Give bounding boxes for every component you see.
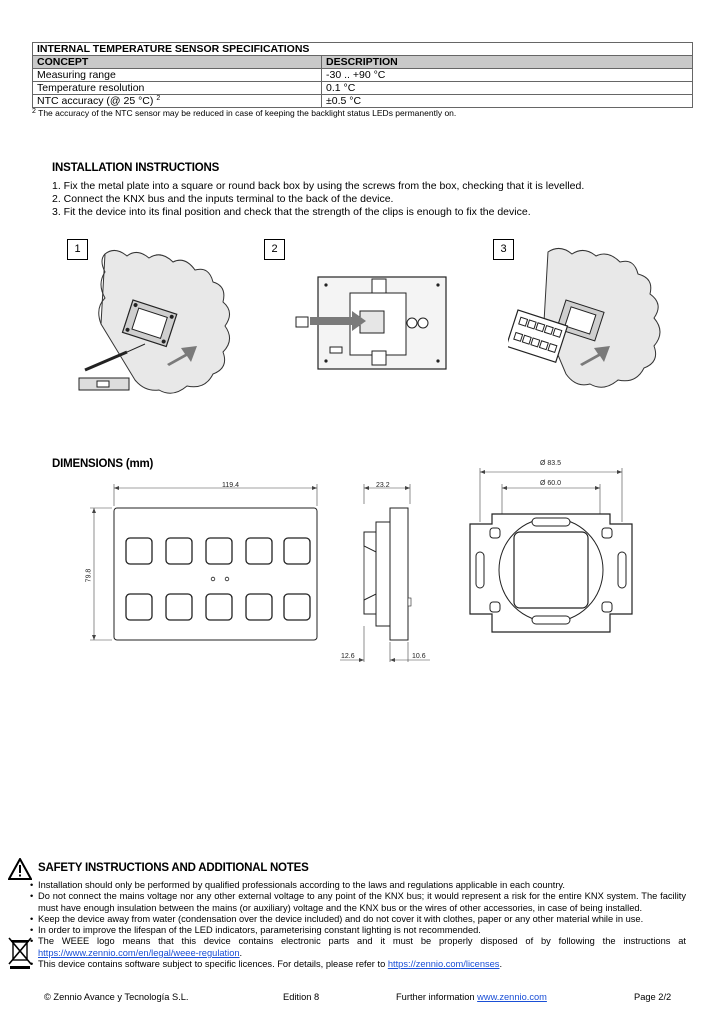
footer-website-link[interactable]: www.zennio.com — [477, 992, 547, 1002]
figure-label-2: 2 — [264, 239, 285, 260]
footnote-mark: 2 — [32, 108, 36, 115]
dim-side-left: 12.6 — [341, 653, 355, 660]
safety-item-text: This device contains software subject to… — [38, 959, 386, 970]
installation-figure-2 — [295, 276, 447, 370]
safety-item-tail: . — [239, 947, 243, 958]
footer-edition: Edition 8 — [283, 992, 320, 1002]
footer-further-label: Further information — [396, 992, 475, 1002]
installation-step-2: 2. Connect the KNX bus and the inputs te… — [52, 193, 394, 205]
spec-table-title: INTERNAL TEMPERATURE SENSOR SPECIFICATIO… — [32, 42, 693, 56]
dim-front-width: 119.4 — [222, 482, 239, 489]
footer-page-number: Page 2/2 — [634, 992, 672, 1002]
dim-front-height: 79.8 — [85, 568, 93, 583]
dim-side-right: 10.6 — [412, 653, 426, 660]
dim-side-depth: 23.2 — [376, 482, 390, 489]
spec-header-description: DESCRIPTION — [321, 55, 693, 69]
warning-icon — [8, 858, 32, 880]
safety-item: Installation should only be performed by… — [30, 880, 686, 892]
weee-regulation-link[interactable]: https://www.zennio.com/en/legal/weee-reg… — [38, 947, 240, 958]
figure-label-3: 3 — [493, 239, 514, 260]
table-cell: Temperature resolution — [32, 81, 322, 95]
table-cell-text: NTC accuracy (@ 25 °C) — [37, 95, 154, 107]
footer-further-info: Further information www.zennio.com — [396, 992, 547, 1002]
footer-company: © Zennio Avance y Tecnología S.L. — [44, 992, 189, 1002]
table-footnote: 2 The accuracy of the NTC sensor may be … — [32, 108, 456, 118]
footnote-ref: 2 — [156, 95, 161, 102]
side-view-drawing — [340, 484, 430, 662]
mounting-plate-drawing — [469, 468, 633, 633]
safety-item: The WEEE logo means that this device con… — [30, 936, 686, 959]
installation-title: INSTALLATION INSTRUCTIONS — [52, 162, 220, 174]
front-view-drawing — [90, 484, 318, 641]
weee-bin-icon — [8, 937, 32, 969]
safety-item-text: The WEEE logo means that this device con… — [38, 936, 686, 947]
dim-plate-outer: Ø 83.5 — [540, 460, 562, 467]
licenses-link[interactable]: https://zennio.com/licenses — [387, 959, 500, 970]
safety-item: Do not connect the mains voltage nor any… — [30, 891, 686, 914]
installation-step-1: 1. Fix the metal plate into a square or … — [52, 180, 585, 192]
safety-item: In order to improve the lifespan of the … — [30, 925, 686, 937]
installation-step-3: 3. Fit the device into its final positio… — [52, 206, 531, 218]
dim-plate-inner: Ø 60.0 — [540, 480, 562, 487]
table-cell: -30 .. +90 °C — [321, 68, 693, 82]
table-cell: Measuring range — [32, 68, 322, 82]
safety-list: Installation should only be performed by… — [30, 880, 686, 971]
table-row: Measuring range -30 .. +90 °C — [32, 68, 693, 82]
table-cell: 0.1 °C — [321, 81, 693, 95]
table-row: NTC accuracy (@ 25 °C) 2 ±0.5 °C — [32, 94, 693, 108]
figure-label-1: 1 — [67, 239, 88, 260]
footnote-text: The accuracy of the NTC sensor may be re… — [38, 108, 457, 118]
installation-figure-3 — [508, 248, 661, 388]
table-row: Temperature resolution 0.1 °C — [32, 81, 693, 95]
safety-title: SAFETY INSTRUCTIONS AND ADDITIONAL NOTES — [38, 862, 309, 874]
spec-header-concept: CONCEPT — [32, 55, 322, 69]
table-cell: ±0.5 °C — [321, 94, 693, 108]
spec-table: INTERNAL TEMPERATURE SENSOR SPECIFICATIO… — [32, 42, 693, 108]
dimensions-title: DIMENSIONS (mm) — [52, 458, 154, 470]
installation-figure-1 — [78, 250, 230, 394]
table-cell: NTC accuracy (@ 25 °C) 2 — [32, 94, 322, 108]
safety-item-tail: . — [499, 959, 503, 970]
safety-item: Keep the device away from water (condens… — [30, 914, 686, 926]
safety-item: This device contains software subject to… — [30, 959, 686, 971]
